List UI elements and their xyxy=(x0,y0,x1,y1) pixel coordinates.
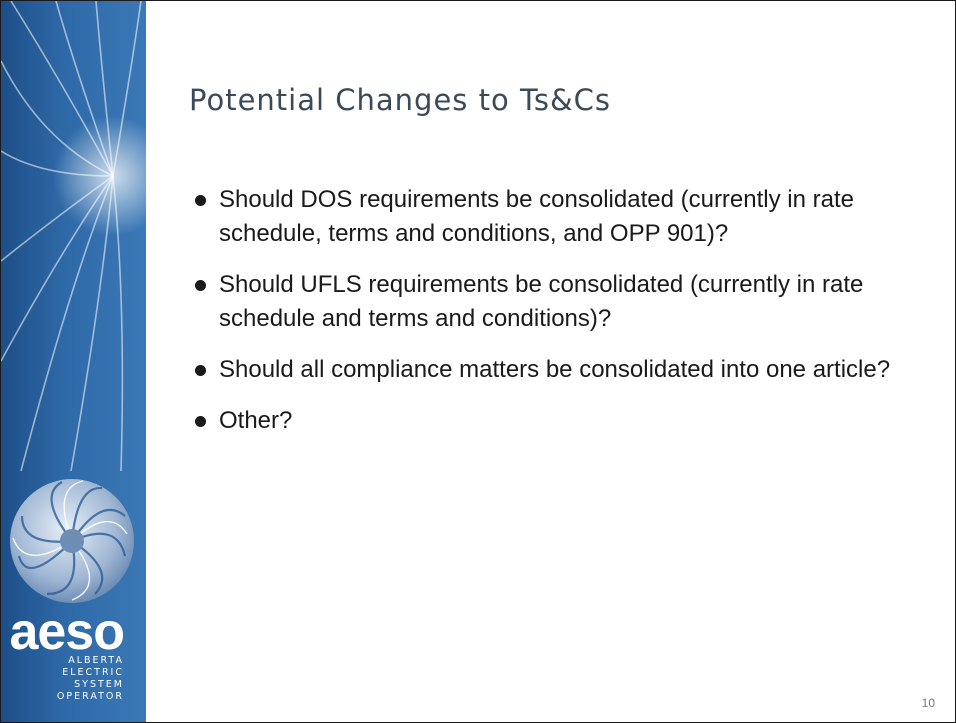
aeso-spiral-logo-icon xyxy=(10,479,134,603)
light-rays-decoration xyxy=(1,1,146,471)
bullet-item-dos: Should DOS requirements be consolidated … xyxy=(191,183,931,251)
logo-wordmark: aeso xyxy=(9,603,125,661)
logo-line-operator: OPERATOR xyxy=(56,691,124,702)
page-number: 10 xyxy=(921,696,935,710)
aeso-logo-text: aeso ALBERTA ELECTRIC SYSTEM OPERATOR xyxy=(1,603,146,703)
bullet-item-ufls: Should UFLS requirements be consolidated… xyxy=(191,268,931,336)
bullet-list: Should DOS requirements be consolidated … xyxy=(191,183,931,455)
bullet-item-compliance: Should all compliance matters be consoli… xyxy=(191,353,931,387)
bullet-item-other: Other? xyxy=(191,404,931,438)
logo-line-alberta: ALBERTA xyxy=(68,655,124,666)
logo-line-system: SYSTEM xyxy=(74,679,124,690)
slide-title: Potential Changes to Ts&Cs xyxy=(189,83,611,117)
logo-line-electric: ELECTRIC xyxy=(62,667,124,678)
sidebar-banner: aeso ALBERTA ELECTRIC SYSTEM OPERATOR xyxy=(1,1,146,722)
